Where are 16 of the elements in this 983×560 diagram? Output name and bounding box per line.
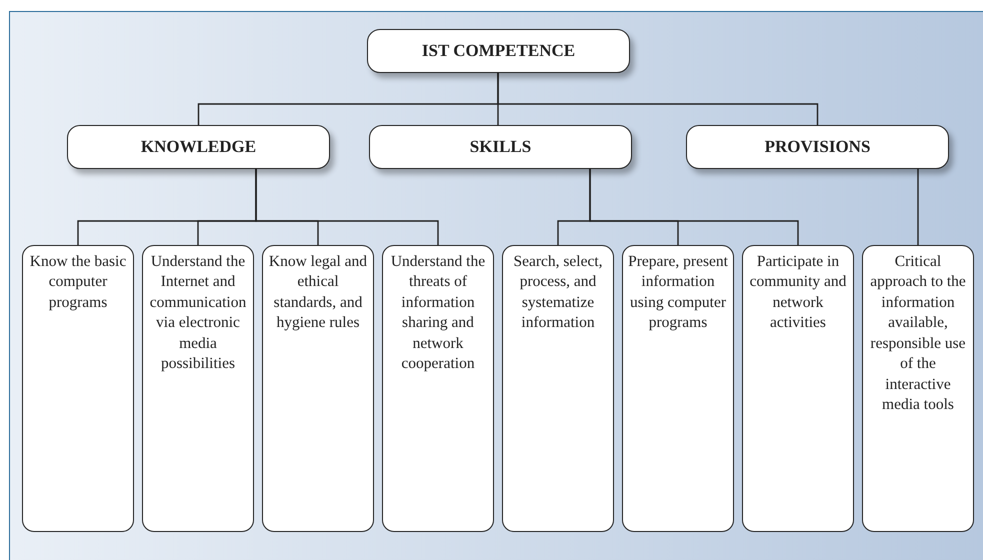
competence-box: Know the basic computer programs [22,245,134,532]
category-box: SKILLS [369,125,632,169]
competence-box: Know legal and ethical standards, and hygiene rules [262,245,374,532]
competence-box: Understand the threats of information sharing and network cooperation [382,245,494,532]
connector-line [255,169,439,245]
category-box: PROVISIONS [686,125,949,169]
category-box: KNOWLEDGE [67,125,330,169]
competence-box: Critical approach to the information available, responsible use of the interactive media tools [862,245,974,532]
connector-line [917,169,919,245]
connector-line [497,73,818,125]
category-box: IST COMPETENCE [367,29,630,73]
competence-box: Participate in community and network activities [742,245,854,532]
competence-box: Search, select, process, and systematize information [502,245,614,532]
competence-box: Prepare, present information using computer programs [622,245,734,532]
competence-box: Understand the Internet and communication via electronic media possibilities [142,245,254,532]
connector-line [589,169,799,245]
